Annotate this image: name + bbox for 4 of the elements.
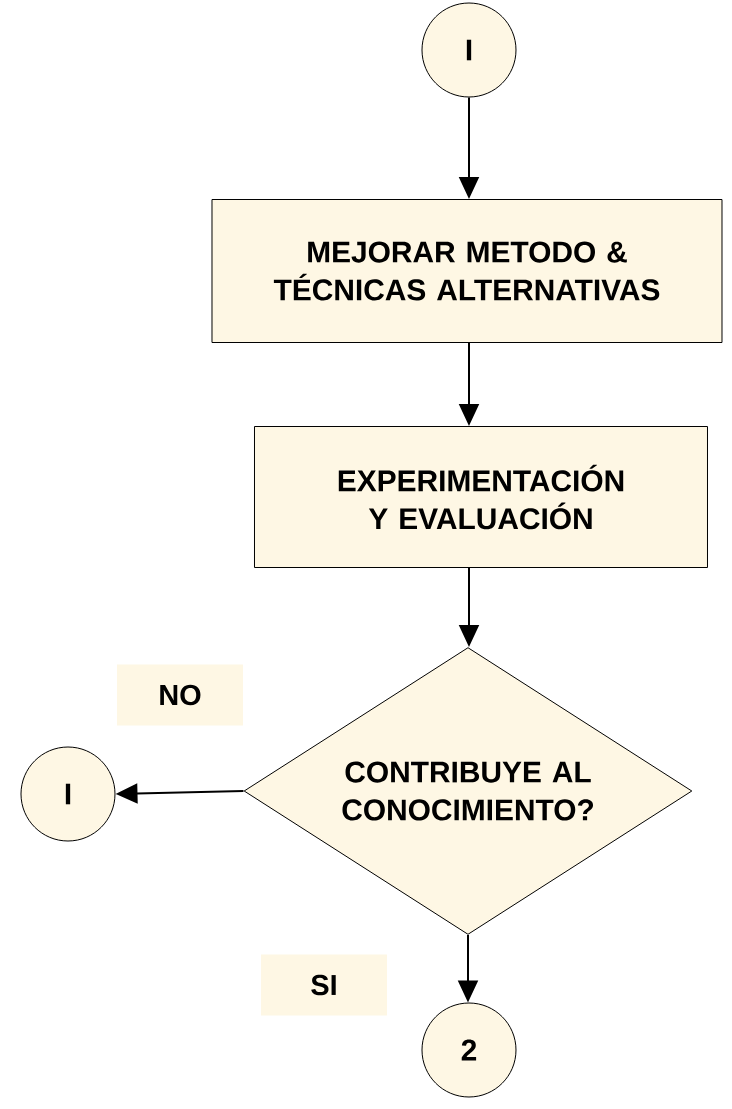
process-box: MEJORAR METODO & TÉCNICAS ALTERNATIVAS <box>211 199 723 343</box>
edge-label: SI <box>261 954 387 1016</box>
process-box: EXPERIMENTACIÓN Y EVALUACIÓN <box>254 426 708 568</box>
edge-label: NO <box>117 664 243 726</box>
